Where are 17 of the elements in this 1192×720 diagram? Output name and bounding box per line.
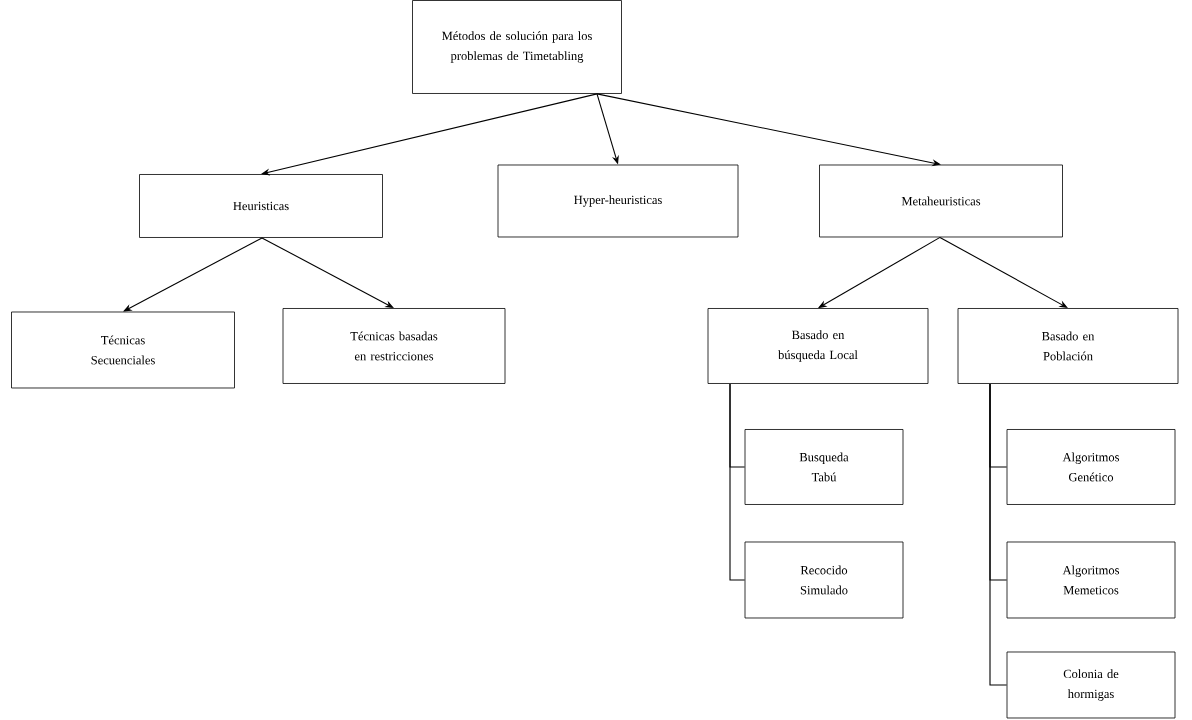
process-box: Basado en Población: [957, 308, 1179, 384]
process-box: Algoritmos Genético: [1006, 429, 1176, 505]
process-box: Métodos de solución para los problemas de Timetabling: [412, 0, 622, 94]
process-box: Busqueda Tabú: [744, 429, 904, 505]
process-box: Técnicas basadas en restricciones: [282, 308, 506, 384]
process-box: Hyper-heuristicas: [497, 164, 739, 238]
process-box: Metaheuristicas: [819, 164, 1063, 238]
process-box: Algoritmos Memeticos: [1006, 541, 1176, 619]
process-box: Colonia de hormigas: [1006, 651, 1176, 719]
arrow: [261, 93, 598, 176]
connector-line: [989, 383, 1008, 686]
process-box: Técnicas Secuenciales: [11, 311, 235, 389]
process-box: Recocido Simulado: [744, 541, 904, 619]
arrow: [123, 237, 263, 312]
process-box: Heuristicas: [139, 174, 383, 238]
process-box: Basado en búsqueda Local: [707, 308, 929, 384]
connector-line: [729, 383, 746, 581]
